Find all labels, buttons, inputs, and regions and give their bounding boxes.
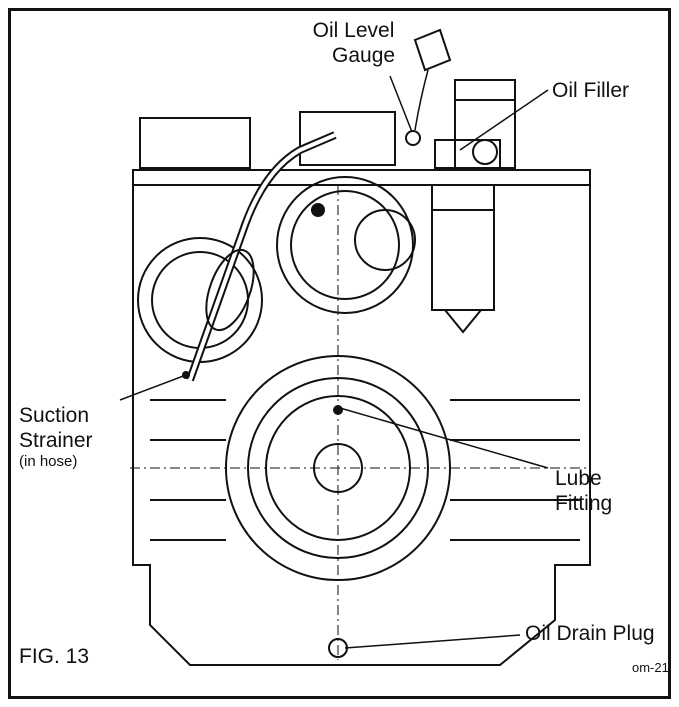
lube-fitting-label-line2: Fitting [555, 492, 613, 515]
leader-oil-filler [459, 89, 549, 151]
oil-level-gauge-label-line2: Gauge [332, 44, 396, 67]
right-motor-disc [276, 176, 414, 314]
leader-lube [339, 407, 549, 469]
oil-level-gauge-tag [413, 28, 452, 72]
oil-filler-label: Oil Filler [552, 79, 629, 102]
lube-fitting-label-line1: Lube [555, 467, 602, 490]
suction-strainer-label-line2: Strainer [19, 429, 93, 452]
suction-hose [186, 131, 337, 382]
main-flange-inner [247, 377, 429, 559]
oil-drain-plug-label: Oil Drain Plug [525, 622, 655, 645]
figure-label: FIG. 13 [19, 645, 90, 668]
drawing-code: om-21 [632, 660, 669, 675]
lube-fitting-label: Lube Fitting [555, 466, 612, 516]
leader-oil-level [389, 75, 413, 133]
leader-drain [344, 634, 521, 649]
suction-strainer-note: (in hose) [19, 453, 78, 470]
oil-level-gauge-label: Oil Level Gauge [312, 18, 395, 68]
suction-strainer-label: Suction Strainer (in hose) [19, 403, 93, 471]
figure-frame [8, 8, 671, 699]
suction-strainer-label-line1: Suction [19, 404, 90, 427]
oil-filter [431, 184, 495, 311]
leader-suction [119, 374, 187, 401]
oil-level-gauge-label-line1: Oil Level [312, 19, 395, 42]
housing-body [132, 169, 591, 666]
top-equipment [139, 117, 251, 169]
